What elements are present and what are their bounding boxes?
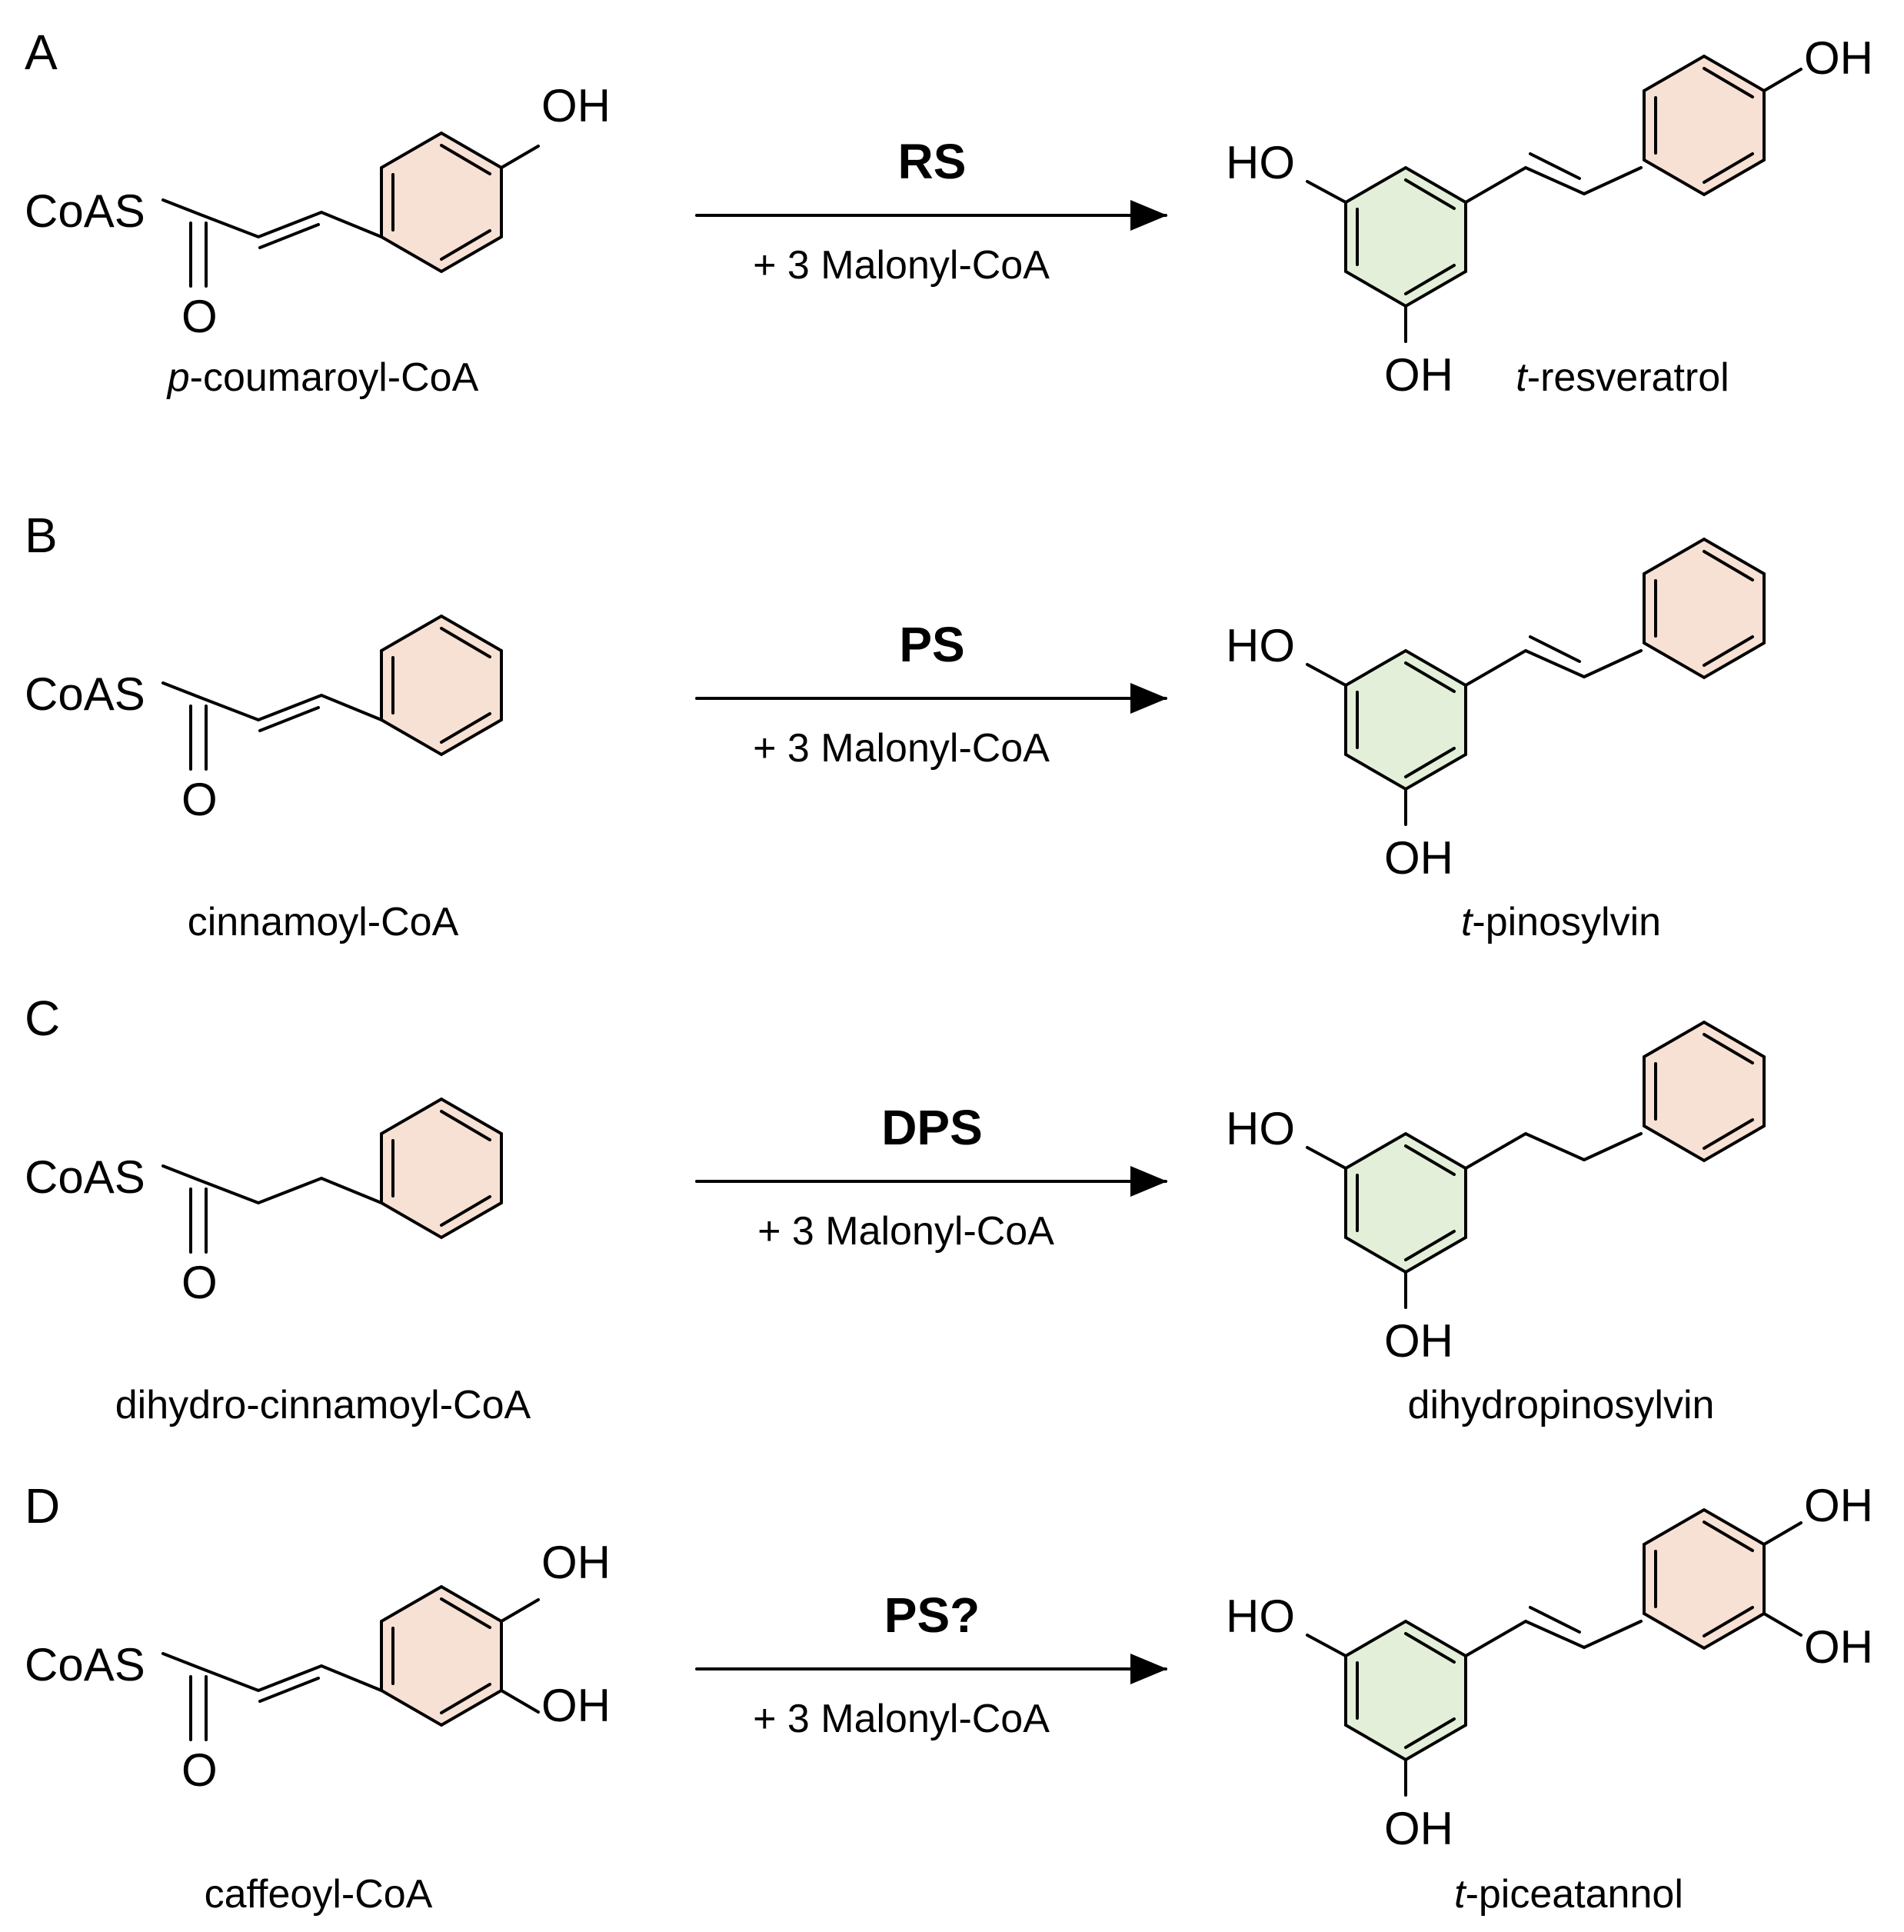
substrate-name: p-coumaroyl-CoA	[166, 355, 479, 400]
product-resorcinol-ring	[1344, 1619, 1467, 1762]
cosubstrate-label: + 3 Malonyl-CoA	[753, 1697, 1050, 1741]
carbonyl-oxygen-label: O	[181, 1257, 218, 1308]
substrate-catechol-ring	[380, 1584, 503, 1727]
panel-label: B	[25, 508, 58, 563]
product-name: t-pinosylvin	[1461, 900, 1661, 944]
substrate-structure: CoAS O	[25, 614, 503, 825]
reaction-arrow: PS + 3 Malonyl-CoA	[695, 617, 1167, 771]
hydroxyl-label: OH	[541, 80, 611, 132]
hydroxyl-label: OH	[541, 1537, 611, 1588]
product-phenyl-ring	[1643, 537, 1766, 680]
coas-label: CoAS	[25, 1151, 145, 1203]
product-phenol-ring	[1643, 54, 1766, 197]
substrate-aromatic-ring	[380, 614, 503, 757]
enzyme-label: DPS	[881, 1100, 983, 1155]
product-resorcinol-ring	[1344, 648, 1467, 791]
hydroxyl-label: OH	[1384, 1803, 1453, 1854]
substrate-name: caffeoyl-CoA	[205, 1872, 433, 1917]
product-phenyl-ring	[1643, 1020, 1766, 1163]
substrate-aromatic-ring	[380, 131, 503, 274]
hydroxyl-label: OH	[541, 1680, 611, 1731]
product-name: t-resveratrol	[1516, 355, 1729, 400]
substrate-structure: OH OH CoAS O	[25, 1537, 611, 1796]
product-resorcinol-ring	[1344, 1131, 1467, 1274]
product-structure: HO OH OH	[1226, 32, 1873, 401]
coas-label: CoAS	[25, 185, 145, 237]
substrate-name: cinnamoyl-CoA	[188, 900, 459, 944]
panel-b: B CoAS O cinnamoyl-CoA PS + 3 Malonyl-Co…	[25, 508, 1766, 944]
product-catechol-ring	[1643, 1507, 1766, 1651]
carbonyl-oxygen-label: O	[181, 291, 218, 342]
product-structure: HO OH	[1226, 537, 1766, 884]
carbonyl-oxygen-label: O	[181, 1744, 218, 1796]
panel-d: D OH OH CoAS O caffeoyl-CoA PS? + 3 Malo…	[25, 1478, 1873, 1917]
coas-label: CoAS	[25, 1639, 145, 1690]
substrate-aromatic-ring	[380, 1097, 503, 1240]
hydroxyl-label: OH	[1384, 832, 1453, 884]
enzyme-label: RS	[898, 134, 967, 189]
cosubstrate-label: + 3 Malonyl-CoA	[753, 243, 1050, 288]
coas-label: CoAS	[25, 668, 145, 720]
hydroxyl-label: OH	[1384, 1315, 1453, 1367]
substrate-name: dihydro-cinnamoyl-CoA	[115, 1383, 531, 1427]
enzyme-label: PS	[899, 617, 964, 672]
reaction-arrow: PS? + 3 Malonyl-CoA	[695, 1587, 1167, 1741]
hydroxyl-label: HO	[1226, 620, 1295, 671]
hydroxyl-label: OH	[1804, 32, 1873, 84]
hydroxyl-label: HO	[1226, 137, 1295, 188]
panel-label: A	[25, 25, 58, 80]
reaction-arrow: RS + 3 Malonyl-CoA	[695, 134, 1167, 288]
carbonyl-oxygen-label: O	[181, 774, 218, 825]
reaction-arrow: DPS + 3 Malonyl-CoA	[695, 1100, 1167, 1254]
substrate-structure: OH CoAS O	[25, 80, 611, 342]
cosubstrate-label: + 3 Malonyl-CoA	[757, 1209, 1054, 1254]
panel-label: C	[25, 991, 60, 1046]
hydroxyl-label: HO	[1226, 1103, 1295, 1154]
panel-c: C CoAS O dihydro-cinnamoyl-CoA DPS + 3 M…	[25, 991, 1766, 1427]
enzyme-label: PS?	[884, 1587, 980, 1643]
product-structure: HO OH	[1226, 1020, 1766, 1367]
hydroxyl-label: OH	[1804, 1621, 1873, 1673]
cosubstrate-label: + 3 Malonyl-CoA	[753, 726, 1050, 771]
substrate-structure: CoAS O	[25, 1097, 503, 1308]
product-resorcinol-ring	[1344, 165, 1467, 308]
panel-a: A OH CoAS O p-coumaroyl-CoA RS + 3 Malon…	[25, 25, 1873, 401]
product-structure: HO OH OH OH	[1226, 1480, 1873, 1854]
product-name: dihydropinosylvin	[1408, 1383, 1715, 1427]
product-name: t-piceatannol	[1454, 1872, 1683, 1917]
hydroxyl-label: HO	[1226, 1591, 1295, 1642]
hydroxyl-label: OH	[1384, 349, 1453, 401]
hydroxyl-label: OH	[1804, 1480, 1873, 1531]
panel-label: D	[25, 1478, 60, 1534]
